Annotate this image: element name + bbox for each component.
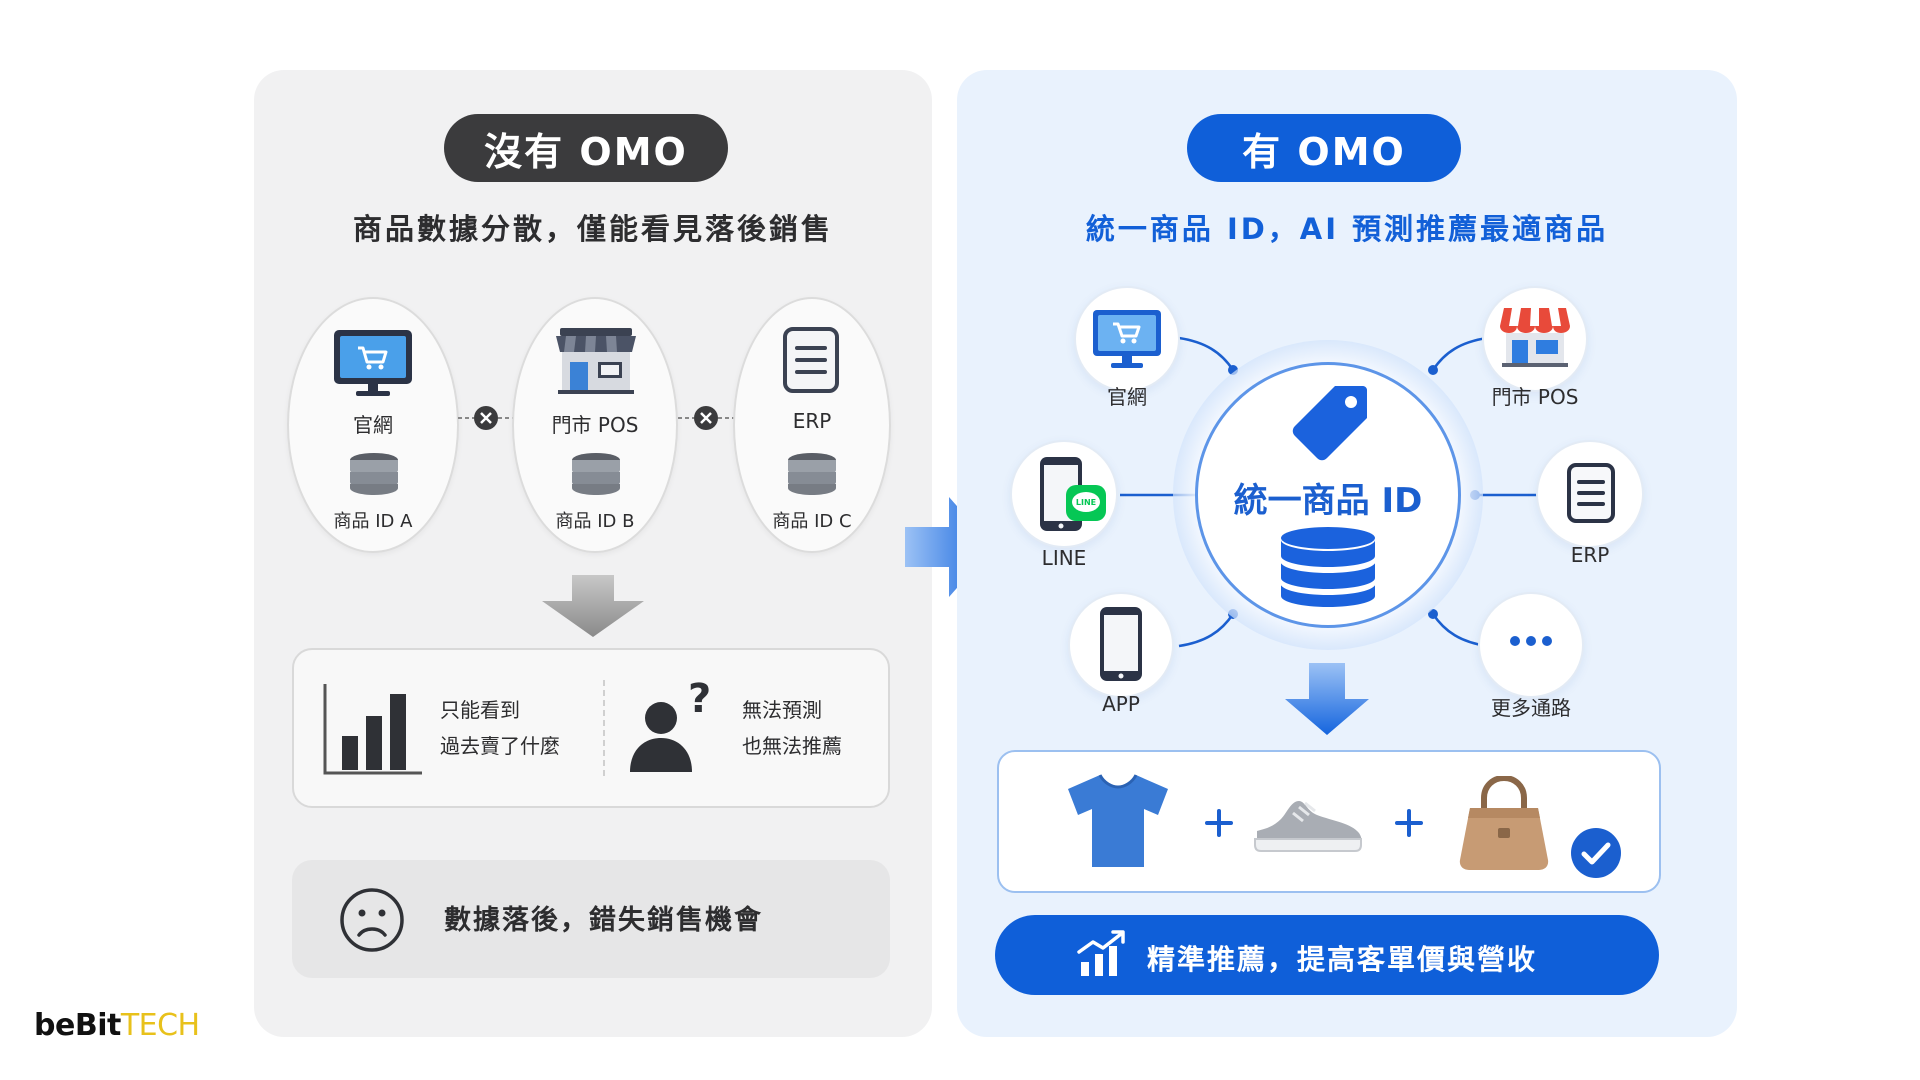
node-web-label: 官網 — [1107, 385, 1147, 409]
computer-cart-icon — [334, 330, 412, 396]
channel-id-erp: 商品 ID C — [772, 511, 852, 532]
logo-part-bebit: beBit — [34, 1008, 121, 1043]
node-pos-label: 門市 POS — [1491, 385, 1579, 409]
check-circle-icon — [1571, 828, 1621, 878]
database-icon — [350, 453, 398, 495]
plus-icon — [1205, 809, 1233, 837]
node-app-label: APP — [1102, 692, 1140, 716]
phone-line-icon: LINE — [1040, 457, 1106, 531]
store-icon — [1500, 308, 1570, 367]
tshirt-icon — [1068, 774, 1168, 867]
growth-chart-icon — [1077, 930, 1125, 976]
mobile-phone-icon — [1100, 607, 1142, 681]
document-icon — [783, 327, 839, 393]
channel-name-erp: ERP — [792, 409, 832, 433]
more-dots-icon — [1510, 636, 1552, 646]
line-badge-text: LINE — [1076, 498, 1096, 507]
confused-person-icon: ? — [630, 676, 711, 772]
bebit-tech-logo: beBitTECH — [34, 1008, 200, 1043]
missed-opportunity-text: 數據落後，錯失銷售機會 — [444, 905, 763, 936]
channel-name-web: 官網 — [353, 413, 393, 437]
precise-recommendation-text: 精準推薦，提高客單價與營收 — [1147, 943, 1538, 976]
node-more-label: 更多通路 — [1491, 696, 1571, 720]
insight-past-line1: 只能看到 — [440, 698, 520, 722]
unified-id-label: 統一商品 ID — [1233, 481, 1423, 521]
database-icon — [1279, 527, 1377, 607]
computer-cart-icon — [1093, 310, 1161, 368]
node-line-label: LINE — [1041, 546, 1087, 570]
down-arrow-icon — [1285, 663, 1369, 735]
with-omo-subtitle: 統一商品 ID，AI 預測推薦最適商品 — [1085, 212, 1609, 246]
sneaker-icon — [1254, 801, 1362, 852]
down-arrow-icon — [542, 575, 644, 637]
disconnected-icon — [678, 406, 734, 430]
tag-icon — [1292, 386, 1367, 461]
insight-past-line2: 過去賣了什麼 — [440, 734, 560, 758]
database-icon — [572, 453, 620, 495]
missed-opportunity-bar — [292, 860, 890, 978]
handbag-icon — [1459, 776, 1549, 870]
database-icon — [788, 453, 836, 495]
bar-chart-icon — [323, 684, 422, 775]
insight-predict-line2: 也無法推薦 — [742, 734, 842, 758]
logo-part-tech: TECH — [120, 1008, 200, 1043]
svg-text:?: ? — [688, 676, 711, 722]
store-icon — [556, 328, 636, 394]
node-erp-label: ERP — [1570, 543, 1610, 567]
document-icon — [1567, 463, 1615, 523]
channel-name-pos: 門市 POS — [551, 413, 639, 437]
without-omo-subtitle: 商品數據分散，僅能看見落後銷售 — [352, 212, 833, 246]
insight-predict-line1: 無法預測 — [742, 698, 822, 722]
channel-id-pos: 商品 ID B — [555, 511, 635, 532]
disconnected-icon — [458, 406, 514, 430]
plus-icon — [1395, 809, 1423, 837]
precise-recommendation-bar — [995, 915, 1659, 995]
channel-id-web: 商品 ID A — [333, 511, 413, 532]
sad-face-icon — [340, 888, 404, 952]
without-omo-badge: 沒有 OMO — [444, 114, 728, 182]
with-omo-badge: 有 OMO — [1187, 114, 1461, 182]
insight-divider — [603, 680, 605, 776]
